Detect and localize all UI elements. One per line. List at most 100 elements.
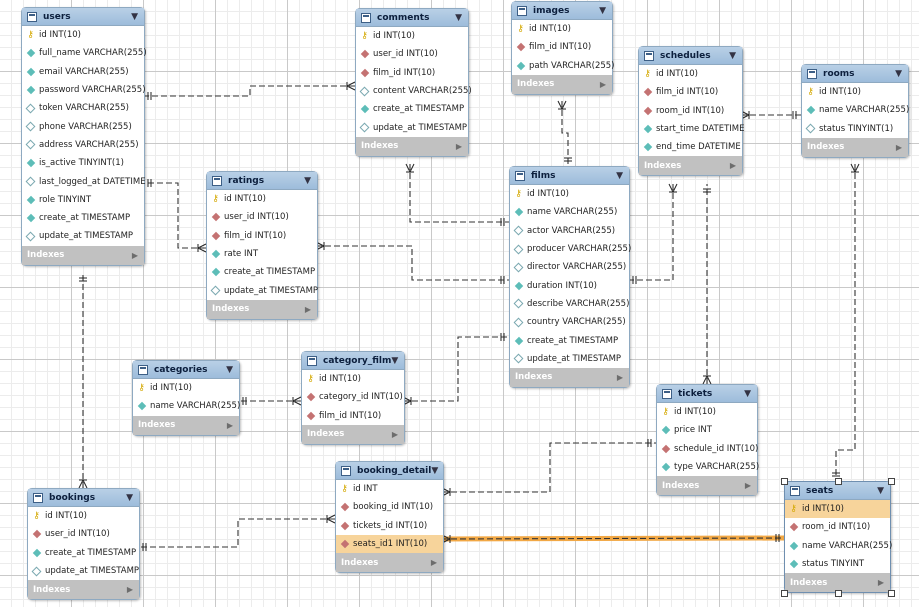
table-header[interactable]: rooms▼ [802, 65, 908, 83]
expand-indexes-icon[interactable]: ▶ [126, 585, 133, 595]
column-row[interactable]: director VARCHAR(255) [510, 258, 629, 276]
column-row[interactable]: create_at TIMESTAMP [28, 544, 139, 562]
table-films[interactable]: films▼⚷id INT(10)name VARCHAR(255)actor … [509, 166, 631, 388]
column-row[interactable]: full_name VARCHAR(255) [22, 44, 147, 62]
column-row[interactable]: producer VARCHAR(255) [510, 240, 631, 258]
collapse-toggle-icon[interactable]: ▼ [391, 355, 399, 366]
collapse-toggle-icon[interactable]: ▼ [877, 485, 884, 496]
selection-handle[interactable] [781, 478, 788, 485]
table-images[interactable]: images▼⚷id INT(10)film_id INT(10)path VA… [511, 1, 615, 95]
column-row[interactable]: user_id INT(10) [28, 525, 139, 543]
column-row[interactable]: ⚷id INT(10) [802, 83, 908, 101]
relationship-seats-to-rooms[interactable] [835, 164, 856, 481]
column-row[interactable]: password VARCHAR(255) [22, 81, 146, 99]
indexes-section[interactable]: Indexes▶ [510, 367, 629, 387]
table-header[interactable]: comments▼ [356, 9, 468, 27]
column-row[interactable]: token VARCHAR(255) [22, 99, 144, 117]
column-row[interactable]: status TINYINT(1) [802, 120, 908, 138]
relationship-schedules-to-films[interactable] [628, 184, 674, 281]
column-row[interactable]: content VARCHAR(255) [356, 82, 472, 100]
column-row[interactable]: type VARCHAR(255) [657, 458, 759, 476]
expand-indexes-icon[interactable]: ▶ [616, 372, 623, 382]
table-seats[interactable]: seats▼⚷id INT(10)room_id INT(10)name VAR… [784, 481, 892, 594]
column-row[interactable]: status TINYINT [785, 555, 890, 573]
selection-handle[interactable] [834, 590, 842, 598]
column-row[interactable]: update_at TIMESTAMP [207, 281, 318, 299]
indexes-section[interactable]: Indexes▶ [133, 415, 239, 435]
column-row[interactable]: ⚷id INT [336, 480, 443, 498]
collapse-toggle-icon[interactable]: ▼ [431, 465, 439, 476]
column-row[interactable]: room_id INT(10) [785, 518, 890, 536]
column-row[interactable]: user_id INT(10) [207, 208, 317, 226]
column-row[interactable]: email VARCHAR(255) [22, 63, 144, 81]
column-row[interactable]: film_id INT(10) [356, 64, 468, 82]
column-row[interactable]: ⚷id INT(10) [356, 27, 468, 45]
collapse-toggle-icon[interactable]: ▼ [131, 11, 138, 22]
expand-indexes-icon[interactable]: ▶ [455, 141, 462, 151]
column-row[interactable]: create_at TIMESTAMP [22, 209, 144, 227]
indexes-section[interactable]: Indexes▶ [207, 299, 317, 319]
table-header[interactable]: categories▼ [133, 361, 239, 379]
relationship-category-film-to-films[interactable] [403, 336, 509, 402]
collapse-toggle-icon[interactable]: ▼ [744, 388, 751, 399]
table-comments[interactable]: comments▼⚷id INT(10)user_id INT(10)film_… [355, 8, 472, 157]
column-row[interactable]: ⚷id INT(10) [302, 370, 404, 388]
indexes-section[interactable]: Indexes▶ [302, 424, 404, 444]
table-header[interactable]: seats▼ [785, 482, 890, 500]
relationship-booking-detail-to-seats[interactable] [441, 537, 785, 540]
selection-handle[interactable] [834, 478, 842, 485]
collapse-toggle-icon[interactable]: ▼ [304, 175, 311, 186]
column-row[interactable]: ⚷id INT(10) [207, 190, 317, 208]
table-header[interactable]: ratings▼ [207, 172, 317, 190]
column-row[interactable]: path VARCHAR(255) [512, 57, 615, 75]
column-row[interactable]: role TINYINT [22, 191, 144, 209]
column-row[interactable]: is_active TINYINT(1) [22, 154, 144, 172]
expand-indexes-icon[interactable]: ▶ [729, 161, 736, 171]
table-schedules[interactable]: schedules▼⚷id INT(10)film_id INT(10)room… [638, 46, 744, 177]
column-row[interactable]: update_at TIMESTAMP [22, 227, 144, 245]
column-row[interactable]: actor VARCHAR(255) [510, 222, 629, 240]
column-row[interactable]: create_at TIMESTAMP [207, 263, 317, 281]
relationship-ratings-to-users[interactable] [143, 182, 206, 249]
column-row[interactable]: room_id INT(10) [639, 102, 742, 120]
table-header[interactable]: images▼ [512, 2, 612, 20]
relationship-comments-to-users[interactable] [143, 85, 355, 97]
column-row[interactable]: phone VARCHAR(255) [22, 117, 144, 135]
column-row[interactable]: name VARCHAR(255) [133, 397, 240, 415]
expand-indexes-icon[interactable]: ▶ [391, 429, 398, 439]
table-header[interactable]: films▼ [510, 167, 629, 185]
column-row[interactable]: ⚷id INT(10) [785, 500, 890, 519]
indexes-section[interactable]: Indexes▶ [639, 156, 742, 176]
column-row[interactable]: update_at TIMESTAMP [28, 562, 139, 580]
table-rooms[interactable]: rooms▼⚷id INT(10)name VARCHAR(255)status… [801, 64, 909, 158]
column-row[interactable]: ⚷id INT(10) [22, 26, 144, 44]
table-categories[interactable]: categories▼⚷id INT(10)name VARCHAR(255)I… [132, 360, 240, 436]
indexes-section[interactable]: Indexes▶ [356, 136, 468, 156]
expand-indexes-icon[interactable]: ▶ [877, 578, 884, 588]
expand-indexes-icon[interactable]: ▶ [599, 79, 606, 89]
table-header[interactable]: booking_detail▼ [336, 462, 443, 480]
column-row[interactable]: film_id INT(10) [302, 407, 404, 425]
collapse-toggle-icon[interactable]: ▼ [729, 50, 736, 61]
expand-indexes-icon[interactable]: ▶ [895, 142, 902, 152]
table-category-film[interactable]: category_film▼⚷id INT(10)category_id INT… [301, 351, 405, 445]
column-row[interactable]: ⚷id INT(10) [657, 403, 757, 421]
indexes-section[interactable]: Indexes▶ [802, 137, 908, 157]
relationship-booking-detail-to-tickets[interactable] [442, 442, 656, 493]
table-ratings[interactable]: ratings▼⚷id INT(10)user_id INT(10)film_i… [206, 171, 318, 320]
column-row[interactable]: film_id INT(10) [639, 83, 742, 101]
column-row[interactable]: ⚷id INT(10) [510, 185, 629, 203]
expand-indexes-icon[interactable]: ▶ [430, 558, 437, 568]
expand-indexes-icon[interactable]: ▶ [744, 481, 751, 491]
table-bookings[interactable]: bookings▼⚷id INT(10)user_id INT(10)creat… [27, 488, 140, 601]
column-row[interactable]: end_time DATETIME [639, 138, 742, 156]
collapse-toggle-icon[interactable]: ▼ [126, 492, 133, 503]
column-row[interactable]: price INT [657, 421, 757, 439]
column-row[interactable]: describe VARCHAR(255) [510, 295, 629, 313]
column-row[interactable]: name VARCHAR(255) [510, 203, 629, 221]
collapse-toggle-icon[interactable]: ▼ [599, 5, 606, 16]
column-row[interactable]: create_at TIMESTAMP [510, 331, 629, 349]
